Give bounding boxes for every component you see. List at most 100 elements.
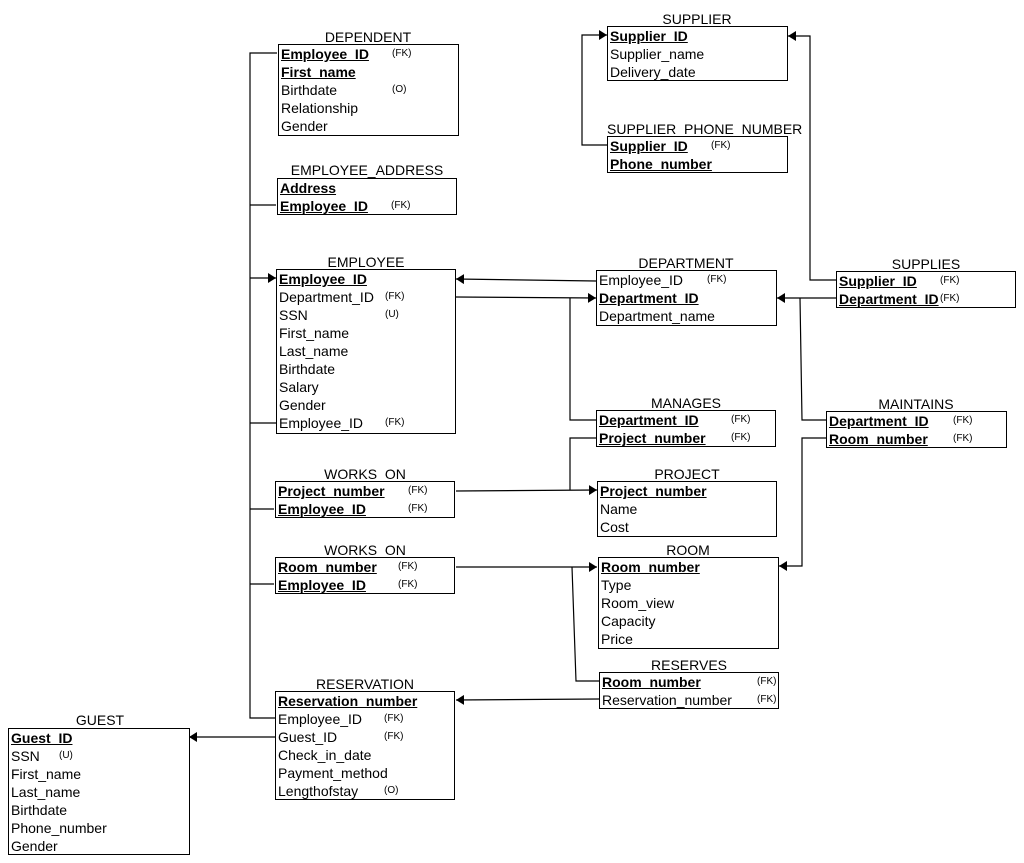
entity-title: MANAGES bbox=[650, 395, 721, 411]
entity-attribute-row: Lengthofstay (O) bbox=[276, 782, 454, 800]
attribute-name: Project_number bbox=[278, 483, 385, 499]
entity-reserves: Room_number(FK)Reservation_number(FK) bbox=[599, 672, 779, 709]
entity-attribute-row: Supplier_ID(FK) bbox=[608, 137, 787, 155]
attribute-name: Phone_number bbox=[610, 156, 712, 172]
entity-attribute-row: Department_ID(FK) bbox=[837, 290, 1015, 308]
entity-attribute-row: Department_ID(FK) bbox=[277, 288, 455, 306]
entity-attribute-row: Capacity bbox=[599, 612, 778, 630]
entity-title: EMPLOYEE bbox=[327, 254, 405, 270]
entity-attribute-row: Last_name bbox=[277, 342, 455, 360]
attribute-name: Birthdate bbox=[281, 82, 338, 98]
entity-manages: Department_ID(FK)Project_number(FK) bbox=[596, 410, 776, 447]
attribute-name: Department_ID bbox=[829, 413, 929, 429]
attribute-name: Employee_ID bbox=[279, 415, 364, 431]
entity-attribute-row: Payment_method bbox=[276, 764, 454, 782]
entity-title: EMPLOYEE_ADDRESS bbox=[290, 162, 444, 178]
attribute-name: Employee_ID bbox=[280, 198, 368, 214]
entity-attribute-row: First_name bbox=[277, 324, 455, 342]
attribute-name: Reservation_number bbox=[278, 693, 418, 709]
attribute-constraint-tag: (FK) bbox=[391, 200, 411, 211]
attribute-constraint-tag: (FK) bbox=[731, 432, 751, 443]
attribute-name: Supplier_ID bbox=[839, 273, 917, 289]
entity-supplier-phone-number: Supplier_ID(FK)Phone_number bbox=[607, 136, 788, 173]
attribute-name: Relationship bbox=[281, 100, 359, 116]
arrow-reserves-to-reservation bbox=[455, 694, 600, 705]
entity-attribute-row: Employee_ID (FK) bbox=[276, 576, 454, 594]
attribute-name: Name bbox=[600, 501, 638, 517]
attribute-name: Supplier_ID bbox=[610, 138, 688, 154]
attribute-name: Guest_ID bbox=[11, 730, 73, 746]
attribute-name: Department_name bbox=[599, 308, 715, 324]
attribute-name: Project_number bbox=[600, 483, 707, 499]
attribute-name: Gender bbox=[279, 397, 326, 413]
entity-title: ROOM bbox=[666, 542, 710, 558]
attribute-name: Room_number bbox=[601, 559, 700, 575]
attribute-name: Department_ID bbox=[599, 290, 699, 306]
entity-attribute-row: Project_number(FK) bbox=[597, 429, 775, 447]
attribute-constraint-tag: (FK) bbox=[398, 579, 418, 590]
entity-attribute-row: Employee_ID bbox=[277, 270, 455, 288]
attribute-name: Lengthofstay bbox=[278, 783, 359, 799]
attribute-name: Employee_ID bbox=[278, 577, 366, 593]
entity-attribute-row: SSN(U) bbox=[277, 306, 455, 324]
entity-attribute-row: Department_ID bbox=[597, 289, 776, 307]
attribute-constraint-tag: (FK) bbox=[953, 415, 973, 426]
entity-attribute-row: Check_in_date bbox=[276, 746, 454, 764]
arrow-maintains-to-room bbox=[779, 437, 826, 571]
entity-attribute-row: Salary bbox=[277, 378, 455, 396]
entity-attribute-row: Employee_ID (FK) bbox=[277, 414, 455, 432]
attribute-constraint-tag: (FK) bbox=[385, 417, 405, 428]
entity-attribute-row: Guest_ID(FK) bbox=[276, 728, 454, 746]
attribute-constraint-tag: (O) bbox=[384, 785, 399, 796]
entity-attribute-row: Gender bbox=[277, 396, 455, 414]
attribute-name: Delivery_date bbox=[610, 64, 696, 80]
entity-attribute-row: Guest_ID bbox=[9, 729, 189, 747]
attribute-name: Room_number bbox=[829, 431, 928, 447]
entity-attribute-row: Price bbox=[599, 630, 778, 648]
entity-attribute-row: Room_number(FK) bbox=[600, 673, 778, 691]
attribute-constraint-tag: (U) bbox=[59, 750, 73, 761]
attribute-constraint-tag: (FK) bbox=[953, 433, 973, 444]
attribute-name: Birthdate bbox=[11, 802, 68, 818]
attribute-name: Capacity bbox=[601, 613, 656, 629]
arrow-supplies-to-supplier bbox=[788, 31, 836, 281]
employee-spine-line bbox=[249, 52, 277, 719]
attribute-constraint-tag: (FK) bbox=[408, 485, 428, 496]
entity-attribute-row: Project_number bbox=[598, 482, 776, 500]
attribute-name: Last_name bbox=[11, 784, 81, 800]
entity-attribute-row: Delivery_date bbox=[608, 63, 787, 81]
entity-attribute-row: First_name bbox=[279, 63, 458, 81]
entity-attribute-row: Employee_ID(FK) bbox=[597, 271, 776, 289]
entity-maintains: Department_ID (FK) Room_number (FK) bbox=[826, 411, 1007, 448]
attribute-name: Employee_ID bbox=[281, 46, 369, 62]
attribute-name: Employee_ID bbox=[278, 501, 366, 517]
attribute-name: First_name bbox=[281, 64, 356, 80]
entity-attribute-row: Gender bbox=[279, 117, 458, 135]
attribute-name: Price bbox=[601, 631, 633, 647]
attribute-name: Room_view bbox=[601, 595, 675, 611]
entity-attribute-row: Employee_ID (FK) bbox=[278, 197, 456, 215]
attribute-constraint-tag: (FK) bbox=[392, 48, 412, 59]
entity-title: MAINTAINS bbox=[878, 396, 954, 412]
entity-attribute-row: Reservation_number(FK) bbox=[600, 691, 778, 709]
entity-title: SUPPLIES bbox=[891, 256, 961, 272]
entity-attribute-row: Room_number(FK) bbox=[276, 558, 454, 576]
attribute-name: Room_number bbox=[278, 559, 377, 575]
attribute-name: Salary bbox=[279, 379, 319, 395]
attribute-name: SSN bbox=[279, 307, 308, 323]
attribute-name: First_name bbox=[11, 766, 82, 782]
attribute-constraint-tag: (FK) bbox=[384, 731, 404, 742]
entity-title: RESERVATION bbox=[315, 676, 415, 692]
entity-attribute-row: Birthdate bbox=[9, 801, 189, 819]
entity-attribute-row: SSN(U) bbox=[9, 747, 189, 765]
attribute-name: Payment_method bbox=[278, 765, 388, 781]
entity-attribute-row: Department_name bbox=[597, 307, 776, 325]
attribute-name: Gender bbox=[11, 838, 58, 854]
attribute-name: Address bbox=[280, 180, 337, 196]
attribute-name: Phone_number bbox=[11, 820, 107, 836]
